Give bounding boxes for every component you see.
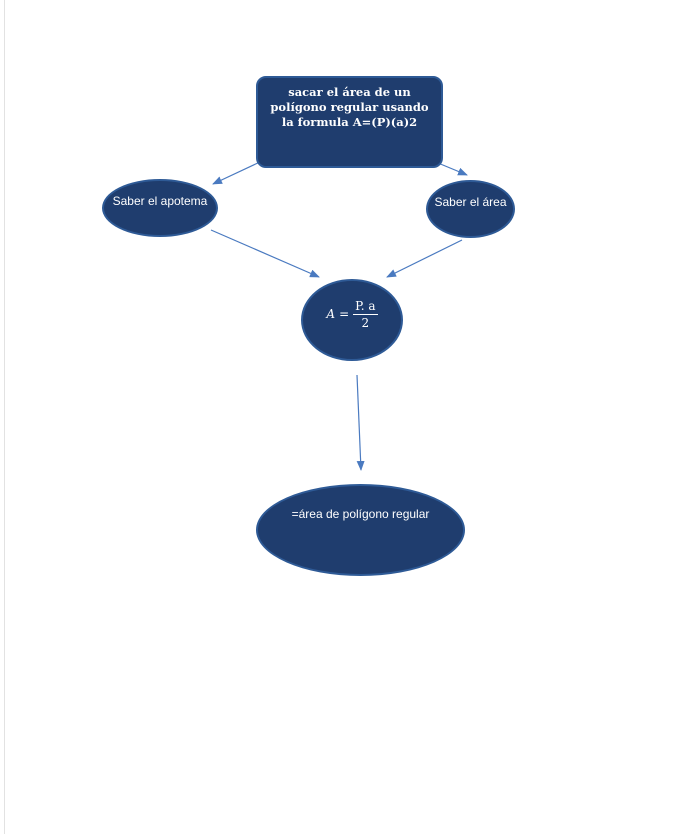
title-box-text: sacar el área de un polígono regular usa… [270, 85, 429, 129]
formula-lhs: A [326, 307, 336, 321]
area-formula: A = P. a 2 [326, 299, 378, 330]
arrow-formula-to-result [356, 374, 365, 471]
result-node-text: =área de polígono regular [291, 507, 430, 521]
title-box: sacar el área de un polígono regular usa… [256, 76, 443, 168]
result-node: =área de polígono regular [256, 484, 465, 576]
page-edge [4, 0, 5, 834]
arrow-apotema-to-formula [210, 229, 320, 278]
arrow-area-to-formula [386, 239, 463, 278]
formula-fraction: P. a 2 [353, 299, 378, 330]
formula-node: A = P. a 2 [301, 279, 403, 361]
arrow-title-to-area [437, 162, 468, 176]
formula-denominator: 2 [361, 316, 370, 330]
apotema-node: Saber el apotema [102, 179, 218, 237]
formula-numerator: P. a [353, 299, 378, 315]
arrow-title-to-apotema [212, 160, 263, 185]
formula-equals: = [339, 307, 350, 321]
area-node-text: Saber el área [434, 195, 507, 209]
apotema-node-text: Saber el apotema [112, 194, 208, 208]
area-node: Saber el área [426, 180, 515, 238]
